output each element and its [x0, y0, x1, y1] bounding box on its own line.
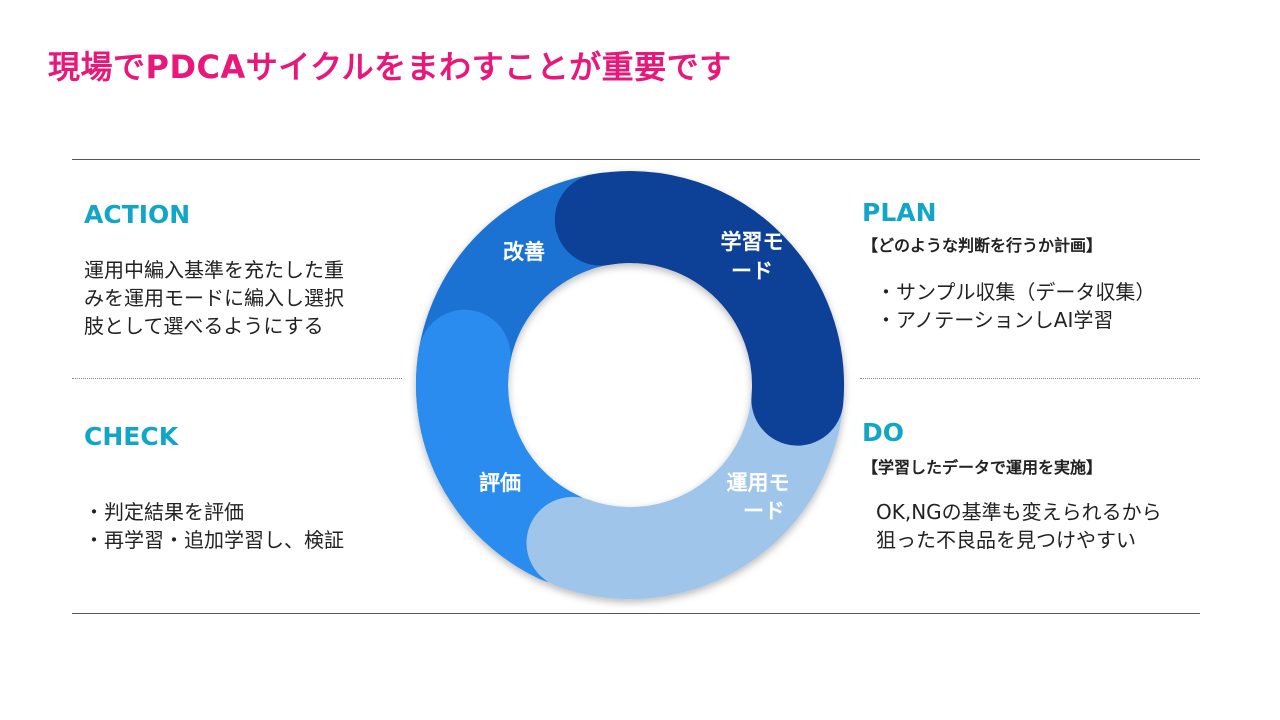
do-subtitle: 【学習したデータで運用を実施】 [862, 458, 1103, 477]
plan-line: ・サンプル収集（データ収集） [876, 280, 1156, 304]
action-line: みを運用モードに編入し選択 [84, 286, 344, 310]
plan-subtitle: 【どのような判断を行うか計画】 [862, 236, 1103, 255]
check-line: ・再学習・追加学習し、検証 [84, 528, 344, 552]
action-heading: ACTION [84, 200, 191, 229]
do-description: OK,NGの基準も変えられるから 狙った不良品を見つけやすい [876, 498, 1162, 554]
plan-segment-label-line1: 学習モ [721, 230, 784, 254]
plan-segment [554, 171, 844, 446]
plan-description: ・サンプル収集（データ収集） ・アノテーションしAI学習 [876, 278, 1155, 334]
do-segment-label-line2: ード [743, 499, 785, 523]
plan-segment-label-line2: ード [731, 259, 773, 283]
bottom-divider [72, 613, 1200, 614]
left-dotted-divider [72, 378, 402, 379]
action-line: 運用中編入基準を充たした重 [84, 258, 344, 282]
plan-heading: PLAN [862, 198, 937, 227]
right-dotted-divider [860, 378, 1200, 379]
page-title: 現場でPDCAサイクルをまわすことが重要です [48, 48, 732, 86]
plan-line: ・アノテーションしAI学習 [876, 308, 1114, 332]
do-segment-label-line1: 運用モ [727, 471, 790, 495]
do-line: OK,NGの基準も変えられるから [876, 500, 1162, 524]
do-line: 狙った不良品を見つけやすい [876, 528, 1136, 552]
check-description: ・判定結果を評価 ・再学習・追加学習し、検証 [84, 498, 344, 554]
pdca-cycle-diagram: 学習モ ード 運用モ ード 評価 改善 [416, 171, 844, 599]
check-line: ・判定結果を評価 [84, 500, 244, 524]
action-description: 運用中編入基準を充たした重 みを運用モードに編入し選択 肢として選べるようにする [84, 256, 344, 340]
action-line: 肢として選べるようにする [84, 314, 324, 338]
do-heading: DO [862, 418, 905, 447]
top-divider [72, 159, 1200, 160]
check-segment-label: 評価 [479, 471, 521, 495]
check-heading: CHECK [84, 422, 179, 451]
action-segment-label: 改善 [503, 240, 545, 264]
